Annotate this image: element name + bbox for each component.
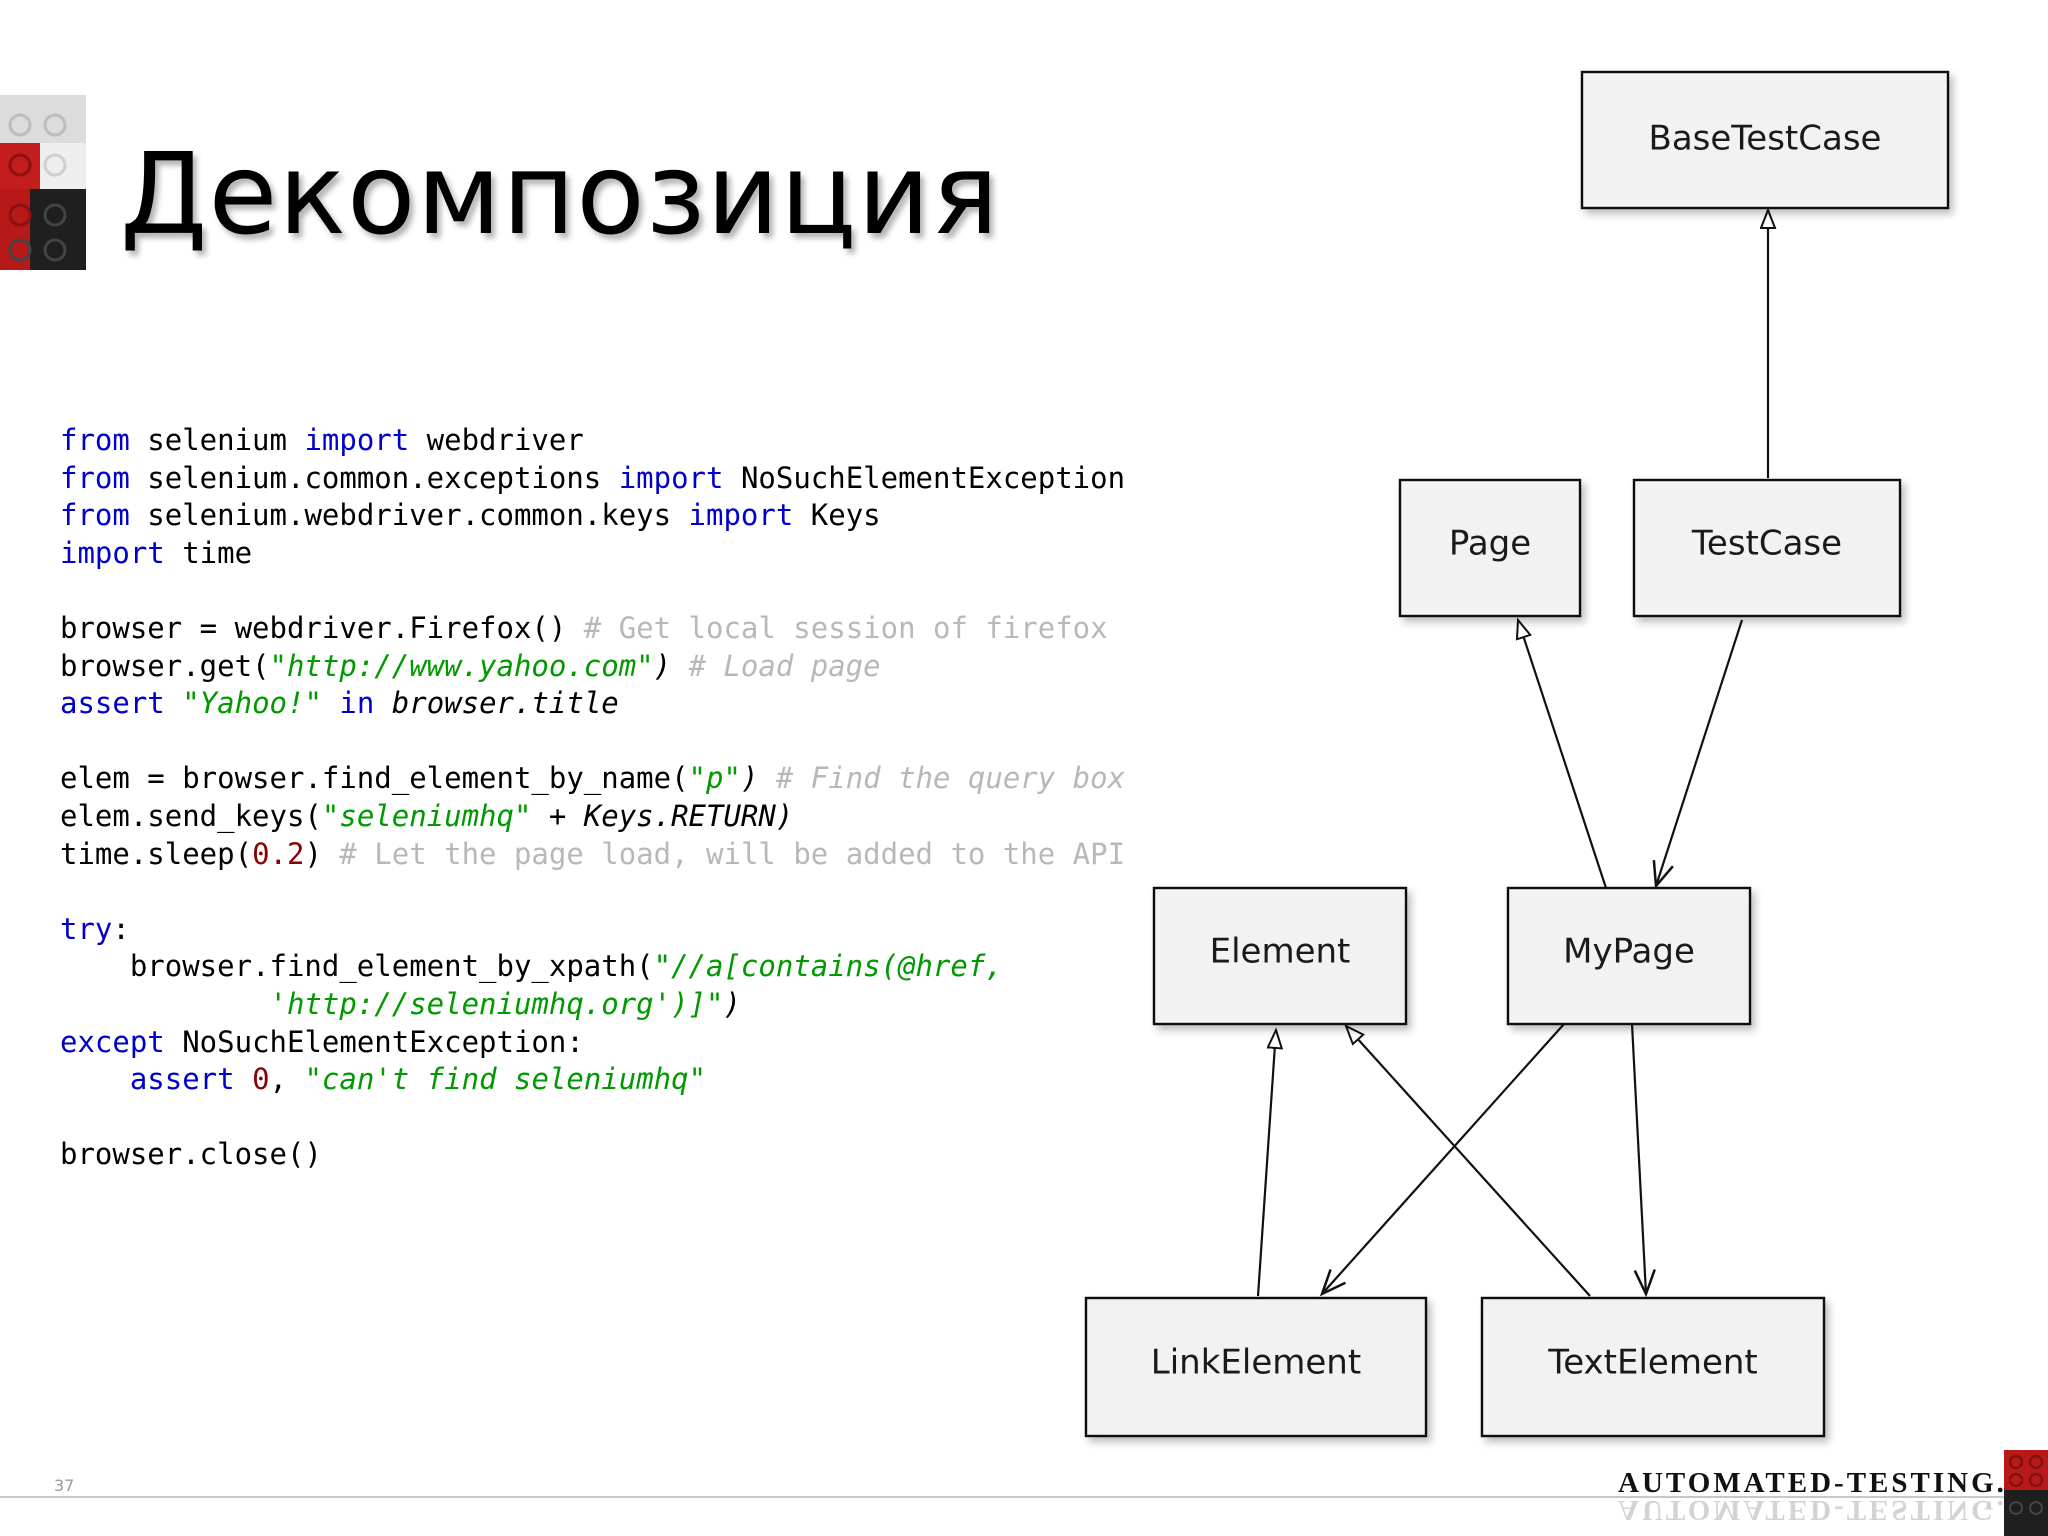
code-line: except NoSuchElementException: <box>60 1024 1125 1062</box>
code-line: browser.close() <box>60 1136 1125 1174</box>
edge-linkelement-element <box>1256 1030 1276 1297</box>
lego-logo-small <box>2004 1450 2048 1536</box>
node-element: Element <box>1152 886 1408 1026</box>
code-token: selenium.common.exceptions <box>129 460 619 495</box>
code-token: "http://www.yahoo.com" <box>269 648 654 683</box>
code-token: browser = webdriver.Firefox() <box>60 610 584 645</box>
edge-testcase-mypage <box>1652 619 1744 890</box>
code-token: elem = browser.find_element_by_name( <box>60 761 689 796</box>
node-page: Page <box>1398 478 1582 618</box>
code-token: "//a[contains(@href, <box>653 949 1003 984</box>
code-token: ) <box>653 648 689 683</box>
code-token: from <box>60 460 130 495</box>
code-token: # Get local session of firefox <box>583 610 1108 645</box>
footer-divider <box>0 1496 2048 1498</box>
code-token: except <box>60 1024 165 1059</box>
code-token: "p" <box>688 761 741 796</box>
code-token: ) <box>723 986 741 1021</box>
code-token: "seleniumhq" <box>321 798 532 833</box>
code-token: ) <box>304 836 340 871</box>
code-token: browser.close() <box>60 1137 322 1172</box>
code-line: from selenium.webdriver.common.keys impo… <box>60 497 1125 535</box>
code-token: from <box>60 423 130 457</box>
edge-mypage-textelement <box>1630 1023 1656 1298</box>
node-label-page: Page <box>1449 524 1531 564</box>
code-token: webdriver <box>409 423 584 457</box>
code-token: 0.2 <box>252 836 305 871</box>
code-line: browser = webdriver.Firefox() # Get loca… <box>60 610 1125 648</box>
code-token: , <box>269 1062 305 1097</box>
code-token: browser.find_element_by_xpath( <box>60 949 654 984</box>
code-token: # Find the query box <box>775 761 1126 796</box>
code-line: browser.get("http://www.yahoo.com") # Lo… <box>60 648 1125 686</box>
code-line: assert "Yahoo!" in browser.title <box>60 685 1125 723</box>
code-token: NoSuchElementException <box>723 460 1126 495</box>
code-token: Keys <box>793 498 881 533</box>
code-token: browser.title <box>374 686 619 721</box>
code-token: import <box>618 460 724 495</box>
edge-mypage-page <box>1518 620 1608 889</box>
code-token: time.sleep( <box>60 836 253 871</box>
code-token: NoSuchElementException: <box>164 1024 584 1059</box>
edge-textelement-element <box>1346 1026 1591 1297</box>
code-token: # Load page <box>688 648 881 683</box>
slide-title: Декомпозиция <box>120 130 1000 260</box>
code-token: assert <box>60 686 165 721</box>
node-linkelement: LinkElement <box>1084 1296 1428 1438</box>
node-mypage: MyPage <box>1506 886 1752 1026</box>
node-label-element: Element <box>1210 932 1351 972</box>
code-token: "Yahoo!" <box>182 686 322 721</box>
code-token: selenium.webdriver.common.keys <box>129 498 689 533</box>
code-line: from selenium import webdriver <box>60 422 1125 460</box>
code-token: import <box>304 423 410 457</box>
page-number: 37 <box>54 1476 75 1495</box>
code-line: 'http://seleniumhq.org')]") <box>60 986 1125 1024</box>
code-token: time <box>164 535 253 570</box>
node-label-basetestcase: BaseTestCase <box>1649 119 1882 159</box>
node-label-textelement: TextElement <box>1547 1343 1758 1383</box>
code-line: time.sleep(0.2) # Let the page load, wil… <box>60 836 1125 874</box>
code-line: browser.find_element_by_xpath("//a[conta… <box>60 948 1125 986</box>
footer-brand: AUTOMATED-TESTING.INFO <box>1618 1467 2048 1499</box>
code-token: browser.get( <box>60 648 270 683</box>
footer-brand-reflection: AUTOMATED-TESTING.INFO <box>1618 1494 2048 1526</box>
code-token: "can't find seleniumhq" <box>304 1062 707 1097</box>
code-line: import time <box>60 535 1125 573</box>
node-label-mypage: MyPage <box>1563 932 1695 972</box>
node-testcase: TestCase <box>1632 478 1902 618</box>
code-token: import <box>688 498 794 533</box>
code-line: elem.send_keys("seleniumhq" + Keys.RETUR… <box>60 798 1125 836</box>
code-token: 'http://seleniumhq.org')]" <box>269 986 724 1021</box>
node-basetestcase: BaseTestCase <box>1580 70 1950 210</box>
code-token: # Let the page load, will be added to th… <box>339 836 1126 871</box>
code-token: 0 <box>252 1062 270 1097</box>
code-token: from <box>60 498 130 533</box>
lego-logo <box>0 95 86 270</box>
code-token: import <box>60 535 165 570</box>
node-label-testcase: TestCase <box>1691 524 1842 564</box>
code-line: from selenium.common.exceptions import N… <box>60 460 1125 498</box>
code-token: ) <box>740 761 776 796</box>
code-token: try <box>60 911 113 946</box>
code-line: try: <box>60 911 1125 949</box>
node-textelement: TextElement <box>1480 1296 1826 1438</box>
node-label-linkelement: LinkElement <box>1151 1343 1361 1383</box>
code-token: assert <box>129 1062 235 1097</box>
code-token: in <box>339 686 375 721</box>
code-token: elem.send_keys( <box>60 798 322 833</box>
code-token: selenium <box>129 423 305 457</box>
code-line: assert 0, "can't find seleniumhq" <box>60 1061 1125 1099</box>
code-line: elem = browser.find_element_by_name("p")… <box>60 760 1125 798</box>
edge-mypage-linkelement <box>1319 1023 1565 1297</box>
code-token: : <box>112 911 130 946</box>
code-token: + Keys.RETURN) <box>531 798 794 833</box>
